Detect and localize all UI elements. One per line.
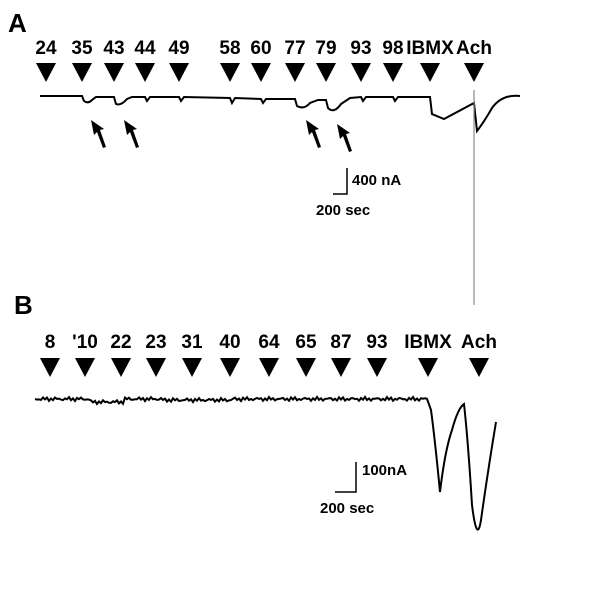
panel-a-stim-label-4: 49 — [168, 38, 190, 59]
panel-b-stim-label-7: 65 — [295, 332, 317, 353]
panel-b-stim-label-4: 31 — [181, 332, 203, 353]
panel-b-stim-label-6: 64 — [258, 332, 280, 353]
panel-b-stim-label-10: IBMX — [404, 332, 452, 353]
panel-b-stim-marker-6 — [259, 358, 279, 377]
panel-a-stim-marker-12 — [464, 63, 484, 82]
panel-a-stim-marker-8 — [316, 63, 336, 82]
panel-a-group — [36, 63, 521, 305]
panel-a-stim-marker-10 — [383, 63, 403, 82]
panel-a-stim-label-9: 93 — [350, 38, 372, 59]
panel-b-stim-label-0: 8 — [44, 332, 56, 353]
panel-a-stim-label-5: 58 — [219, 38, 241, 59]
panel-b-stim-marker-2 — [111, 358, 131, 377]
panel-a-stim-marker-3 — [135, 63, 155, 82]
panel-b-stim-marker-8 — [331, 358, 351, 377]
panel-b-scale-x-label: 200 sec — [320, 500, 375, 517]
panel-b-stim-label-1: '10 — [72, 332, 98, 353]
panel-b-stim-label-5: 40 — [219, 332, 241, 353]
panel-a-stim-label-1: 35 — [71, 38, 93, 59]
panel-a-response-arrow-2 — [306, 120, 321, 148]
panel-b-stim-marker-11 — [469, 358, 489, 377]
panel-a-stim-label-6: 60 — [250, 38, 272, 59]
panel-b-stim-marker-9 — [367, 358, 387, 377]
panel-b-stim-marker-3 — [146, 358, 166, 377]
panel-a-stim-label-11: IBMX — [406, 38, 454, 59]
panel-a-stim-label-3: 44 — [134, 38, 156, 59]
panel-b-stim-marker-0 — [40, 358, 60, 377]
panel-b-scale-y-label: 100nA — [362, 462, 408, 479]
panel-b-trace — [34, 395, 497, 531]
panel-a-stim-marker-11 — [420, 63, 440, 82]
panel-b-letter: B — [14, 290, 33, 320]
panel-a-stim-marker-6 — [251, 63, 271, 82]
panel-a-stim-label-12: Ach — [456, 38, 492, 59]
panel-a-scale-x-label: 200 sec — [316, 202, 371, 219]
panel-a-scale-y-label: 400 nA — [352, 172, 402, 189]
panel-a-letter: A — [8, 8, 27, 38]
panel-a-stim-marker-0 — [36, 63, 56, 82]
panel-a-stim-marker-5 — [220, 63, 240, 82]
panel-a-stim-label-8: 79 — [315, 38, 337, 59]
panel-b-stim-marker-10 — [418, 358, 438, 377]
panel-a-stim-marker-1 — [72, 63, 92, 82]
panel-b-group — [34, 358, 497, 531]
panel-b-scale-bar — [335, 462, 357, 493]
panel-b-stim-label-11: Ach — [461, 332, 497, 353]
panel-a-trace — [40, 94, 521, 134]
panel-b-stim-marker-4 — [182, 358, 202, 377]
panel-a-stim-label-0: 24 — [35, 38, 57, 59]
panel-b-stim-label-8: 87 — [330, 332, 352, 353]
panel-b-stim-label-9: 93 — [366, 332, 388, 353]
panel-a-stim-marker-4 — [169, 63, 189, 82]
panel-b-stim-marker-7 — [296, 358, 316, 377]
panel-a-stim-label-2: 43 — [103, 38, 125, 59]
panel-a-stim-marker-7 — [285, 63, 305, 82]
panel-a-response-arrow-0 — [91, 120, 106, 148]
panel-a-stim-marker-2 — [104, 63, 124, 82]
panel-a-stim-label-10: 98 — [382, 38, 404, 59]
panel-b-stim-label-3: 23 — [145, 332, 167, 353]
panel-a-response-arrow-1 — [124, 120, 139, 148]
panel-a-stim-label-7: 77 — [284, 38, 306, 59]
panel-a-response-arrow-3 — [337, 124, 352, 152]
panel-b-stim-label-2: 22 — [110, 332, 132, 353]
panel-a-scale-bar — [333, 168, 348, 195]
panel-b-stim-marker-1 — [75, 358, 95, 377]
panel-a-stim-marker-9 — [351, 63, 371, 82]
panel-b-stim-marker-5 — [220, 358, 240, 377]
